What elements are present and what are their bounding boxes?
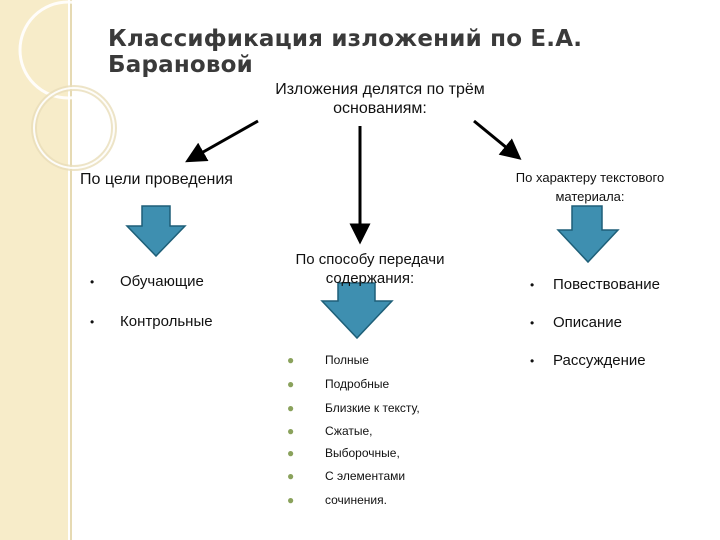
root-node-line2: основаниям:	[333, 100, 427, 117]
block-arrow-left	[125, 205, 187, 258]
arrow-to-left-branch	[185, 119, 259, 163]
bullet-icon: •	[90, 315, 95, 329]
arrow-to-right-branch	[473, 119, 522, 160]
bullet-icon: ●	[287, 469, 295, 483]
root-node: Изложения делятся по трём основаниям:	[240, 80, 520, 118]
branch-right-line1: По характеру текстового	[515, 170, 665, 185]
bullet-icon: •	[530, 278, 535, 292]
bullet-icon: ●	[287, 446, 295, 460]
block-arrow-middle	[320, 282, 394, 340]
branch-by-text-material: По характеру текстового материала:	[490, 168, 690, 206]
bullet-icon: ●	[287, 493, 295, 507]
branch-mid-line2: содержания:	[325, 270, 415, 287]
root-node-line1: Изложения делятся по трём	[275, 81, 485, 98]
bullet-icon: ●	[287, 401, 295, 415]
decorative-circles	[18, 0, 118, 171]
bullet-icon: ●	[287, 424, 295, 438]
branch-mid-line1: По способу передачи	[295, 251, 445, 268]
bullet-icon: •	[530, 354, 535, 368]
bullet-icon: •	[90, 275, 95, 289]
sidebar-divider	[70, 0, 72, 540]
branch-by-purpose: По цели проведения	[80, 171, 233, 188]
bullet-icon: ●	[287, 377, 295, 391]
bullet-icon: •	[530, 316, 535, 330]
branch-by-transfer-method: По способу передачи содержания:	[270, 250, 470, 288]
block-arrow-right	[556, 205, 620, 264]
bullet-icon: ●	[287, 353, 295, 367]
branch-right-line2: материала:	[555, 189, 625, 204]
page-title: Классификация изложений по Е.А. Бараново…	[108, 26, 583, 78]
